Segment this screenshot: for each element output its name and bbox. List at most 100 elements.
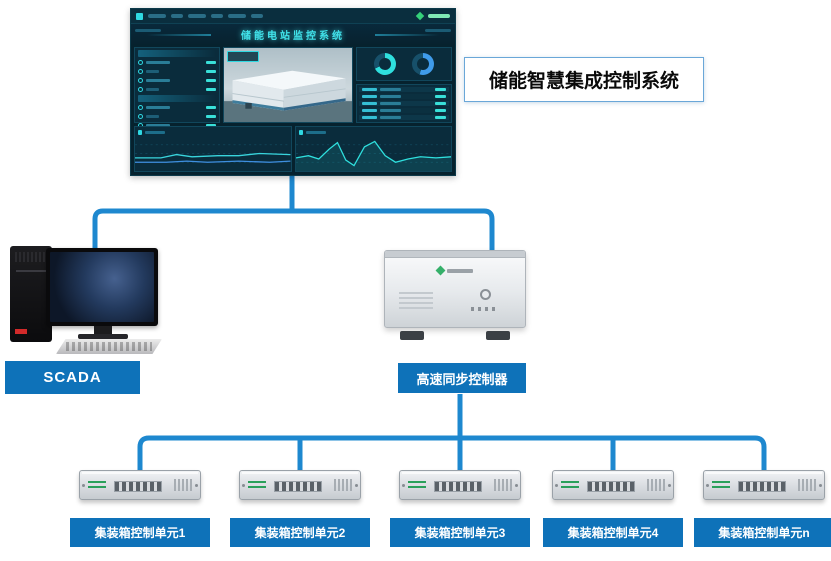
- pc-keyboard: [56, 339, 162, 354]
- rack-screw: [668, 484, 671, 487]
- controller-chassis: [384, 250, 526, 328]
- stat-label-bar: [146, 79, 170, 82]
- stat-row: [138, 68, 216, 75]
- stat-row: [138, 77, 216, 84]
- status-table: [356, 84, 452, 123]
- rack-brand-mark: [88, 480, 106, 488]
- nav-item-pill: [171, 14, 183, 18]
- nav-item-pill: [251, 14, 263, 18]
- container-unit-4: 集装箱控制单元4: [543, 470, 683, 547]
- pc-tower: [10, 246, 52, 342]
- controller-foot-left: [400, 331, 424, 340]
- cell-bar: [380, 109, 401, 112]
- rack-screw: [402, 484, 405, 487]
- rack-device: [552, 470, 674, 500]
- header-left-widget: [135, 29, 161, 32]
- container-unit-n-label: 集装箱控制单元n: [694, 518, 831, 547]
- controller-logo-icon: [435, 265, 446, 276]
- dashboard-bottom-charts: [131, 126, 455, 175]
- rack-brand-mark: [561, 480, 579, 488]
- gauge-panel: [356, 47, 452, 81]
- cell-bar: [362, 109, 377, 112]
- chart-header: [298, 129, 449, 136]
- nav-item-pill: [228, 14, 246, 18]
- line-chart-flat: [135, 144, 291, 163]
- rack-brand-mark: [712, 480, 730, 488]
- stat-label-bar: [146, 70, 159, 73]
- dashboard-logo-icon: [136, 12, 143, 20]
- container-unit-4-label: 集装箱控制单元4: [543, 518, 683, 547]
- stat-value-bar: [206, 61, 216, 64]
- rack-vent: [334, 479, 352, 491]
- scada-label: SCADA: [5, 361, 140, 394]
- rack-screw: [242, 484, 245, 487]
- cell-bar: [362, 88, 377, 91]
- chart-header-accent: [138, 130, 142, 135]
- chart-header: [138, 129, 288, 136]
- pc-monitor: [46, 248, 158, 326]
- rack-screw: [515, 484, 518, 487]
- controller-logo-text-bar: [447, 268, 473, 273]
- rack-ports: [114, 481, 162, 492]
- stat-value-bar: [206, 79, 216, 82]
- cell-bar: [362, 95, 377, 98]
- pc-drive-slot: [16, 270, 46, 272]
- rack-device: [79, 470, 201, 500]
- container-unit-2-label: 集装箱控制单元2: [230, 518, 370, 547]
- cell-bar: [380, 116, 401, 119]
- chart-header-accent: [298, 130, 303, 135]
- rack-ports: [434, 481, 482, 492]
- container-unit-1-label: 集装箱控制单元1: [70, 518, 210, 547]
- pc-monitor-base: [78, 334, 128, 339]
- rack-screw: [555, 484, 558, 487]
- controller-knob: [480, 289, 491, 300]
- dashboard-left-stats-panel: [134, 47, 220, 128]
- stat-row: [138, 86, 216, 93]
- stat-row: [138, 59, 216, 66]
- controller-lid: [385, 251, 525, 258]
- cell-bar: [362, 116, 377, 119]
- stat-icon: [138, 114, 143, 119]
- nav-item-pill: [211, 14, 223, 18]
- donut-chart-soc: [373, 53, 396, 75]
- stat-value-bar: [206, 70, 216, 73]
- pc-monitor-stand: [94, 326, 112, 334]
- stat-icon: [138, 60, 143, 65]
- controller-vents: [399, 291, 433, 309]
- status-table-row: [359, 87, 449, 92]
- trend-chart-panel-right: [294, 126, 452, 172]
- header-right-widget: [425, 29, 451, 32]
- rack-device: [399, 470, 521, 500]
- stat-icon: [138, 78, 143, 83]
- trend-chart-panel-left: [134, 126, 292, 172]
- rack-device: [239, 470, 361, 500]
- container-unit-n: 集装箱控制单元n: [694, 470, 831, 547]
- nav-item-pill: [188, 14, 206, 18]
- controller-logo: [435, 265, 473, 276]
- rack-screw: [82, 484, 85, 487]
- cell-bar: [435, 116, 446, 119]
- stat-label-bar: [146, 106, 170, 109]
- dashboard-top-nav: [131, 9, 455, 24]
- stat-label-bar: [146, 88, 159, 91]
- stat-label-bar: [146, 115, 159, 118]
- plant-photo-panel: [223, 47, 353, 123]
- stat-row: [138, 104, 216, 111]
- stat-row: [138, 113, 216, 120]
- pc-screen: [50, 252, 154, 322]
- container-unit-1: 集装箱控制单元1: [70, 470, 210, 547]
- dashboard-right-panel: [356, 47, 452, 123]
- rack-screw: [355, 484, 358, 487]
- status-table-row: [359, 94, 449, 99]
- donut-chart-power: [412, 53, 435, 75]
- rack-vent: [647, 479, 665, 491]
- rack-vent: [798, 479, 816, 491]
- rack-ports: [274, 481, 322, 492]
- stats-group-header: [138, 95, 216, 102]
- rack-screw: [195, 484, 198, 487]
- sync-controller-graphic: [384, 246, 526, 340]
- vendor-logo-icon: [415, 11, 425, 21]
- rack-vent: [174, 479, 192, 491]
